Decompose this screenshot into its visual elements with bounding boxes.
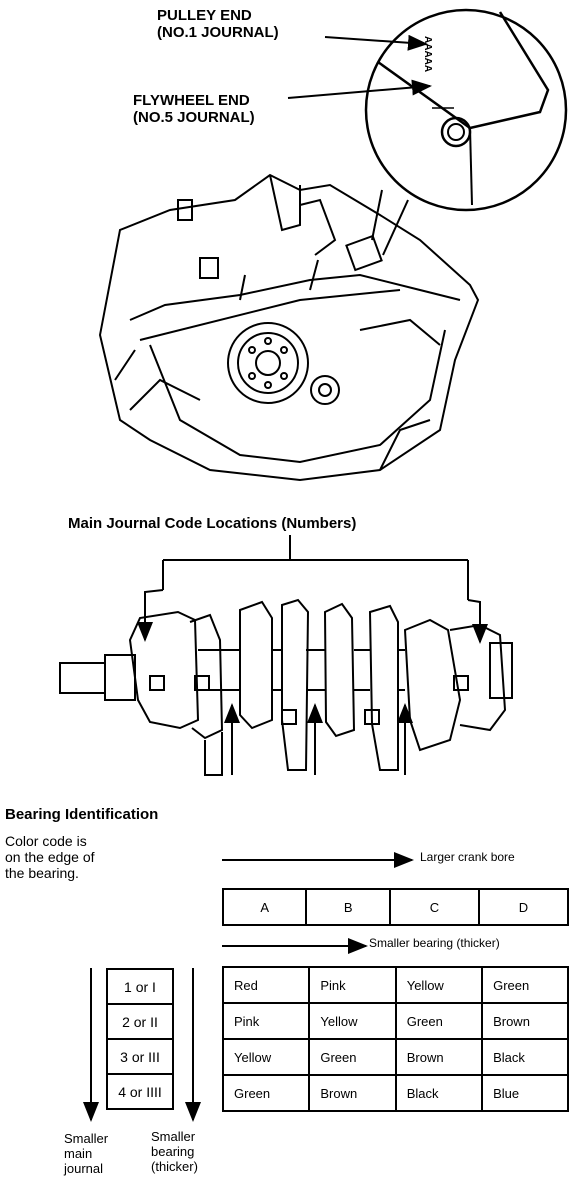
color-cell: Green — [221, 1074, 311, 1112]
color-cell: Brown — [481, 1002, 569, 1040]
larger-crank-bore-label: Larger crank bore — [420, 850, 515, 864]
color-cell: Brown — [308, 1074, 397, 1112]
caption-line: Smaller — [64, 1131, 109, 1146]
pulley-end-text: PULLEY END — [157, 7, 252, 24]
table-row: 4 or IIII — [106, 1073, 174, 1110]
smaller-bearing-thicker-label: Smaller bearing (thicker) — [151, 1129, 198, 1175]
bearing-id-title: Bearing Identification — [5, 806, 159, 823]
flywheel-end-text: FLYWHEEL END — [133, 92, 250, 109]
bearing-note-line: the bearing. — [5, 865, 79, 882]
color-cell: Yellow — [308, 1002, 397, 1040]
pulley-end-label: PULLEY END (NO.1 JOURNAL) — [157, 7, 279, 42]
color-cell: Blue — [481, 1074, 569, 1112]
flywheel-end-label: FLYWHEEL END (NO.5 JOURNAL) — [133, 92, 255, 127]
bore-code-table: A B C D — [221, 888, 570, 926]
journal-code-cell: 2 or II — [106, 1003, 174, 1040]
journal-code-cell: 1 or I — [106, 968, 174, 1005]
caption-line: main — [64, 1145, 93, 1161]
magnified-detail — [364, 8, 568, 256]
journal-code-title: Main Journal Code Locations (Numbers) — [68, 515, 357, 532]
pulley-journal-text: (NO.1 JOURNAL) — [157, 24, 279, 42]
crankshaft-drawing — [59, 535, 513, 776]
table-row: Green Brown Black Blue — [221, 1074, 569, 1112]
table-row: Yellow Green Brown Black — [221, 1038, 569, 1076]
color-cell: Green — [308, 1038, 397, 1076]
color-cell: Pink — [221, 1002, 311, 1040]
color-cell: Yellow — [394, 966, 484, 1004]
bearing-note: Color code is on the edge of the bearing… — [5, 833, 95, 881]
flywheel-end-arrow — [287, 79, 432, 99]
bore-code-cell: A — [221, 888, 308, 926]
table-row: A B C D — [221, 888, 570, 926]
caption-line: (thicker) — [151, 1158, 198, 1174]
journal-code-table: 1 or I 2 or II 3 or III 4 or IIII — [106, 968, 174, 1110]
color-cell: Green — [394, 1002, 484, 1040]
table-row: 2 or II — [106, 1003, 174, 1040]
color-cell: Yellow — [221, 1038, 311, 1076]
color-cell: Brown — [394, 1038, 484, 1076]
bearing-note-line: Color code is — [5, 833, 87, 849]
smaller-bearing-label: Smaller bearing (thicker) — [369, 936, 500, 950]
color-cell: Green — [481, 966, 569, 1004]
color-cell: Red — [221, 966, 311, 1004]
color-code-table: Red Pink Yellow Green Pink Yellow Green … — [221, 966, 569, 1112]
stamp-marks: AAAAA — [422, 36, 433, 73]
bore-code-cell: D — [477, 888, 570, 926]
table-row: 3 or III — [106, 1038, 174, 1075]
engine-block-drawing — [98, 173, 480, 482]
pulley-end-arrow — [324, 34, 428, 51]
caption-line: journal — [64, 1160, 104, 1176]
journal-code-cell: 4 or IIII — [106, 1073, 174, 1110]
color-cell: Pink — [308, 966, 397, 1004]
caption-line: Smaller — [151, 1129, 196, 1144]
bearing-note-line: on the edge of — [5, 849, 95, 866]
color-cell: Black — [481, 1038, 569, 1076]
color-cell: Black — [394, 1074, 484, 1112]
bore-code-cell: C — [388, 888, 480, 926]
table-row: 1 or I — [106, 968, 174, 1005]
table-row: Pink Yellow Green Brown — [221, 1002, 569, 1040]
smaller-main-journal-label: Smaller main journal — [64, 1131, 109, 1177]
table-row: Red Pink Yellow Green — [221, 966, 569, 1004]
flywheel-journal-text: (NO.5 JOURNAL) — [133, 109, 255, 127]
journal-code-cell: 3 or III — [106, 1038, 174, 1075]
bore-code-cell: B — [305, 888, 391, 926]
caption-line: bearing — [151, 1143, 195, 1159]
